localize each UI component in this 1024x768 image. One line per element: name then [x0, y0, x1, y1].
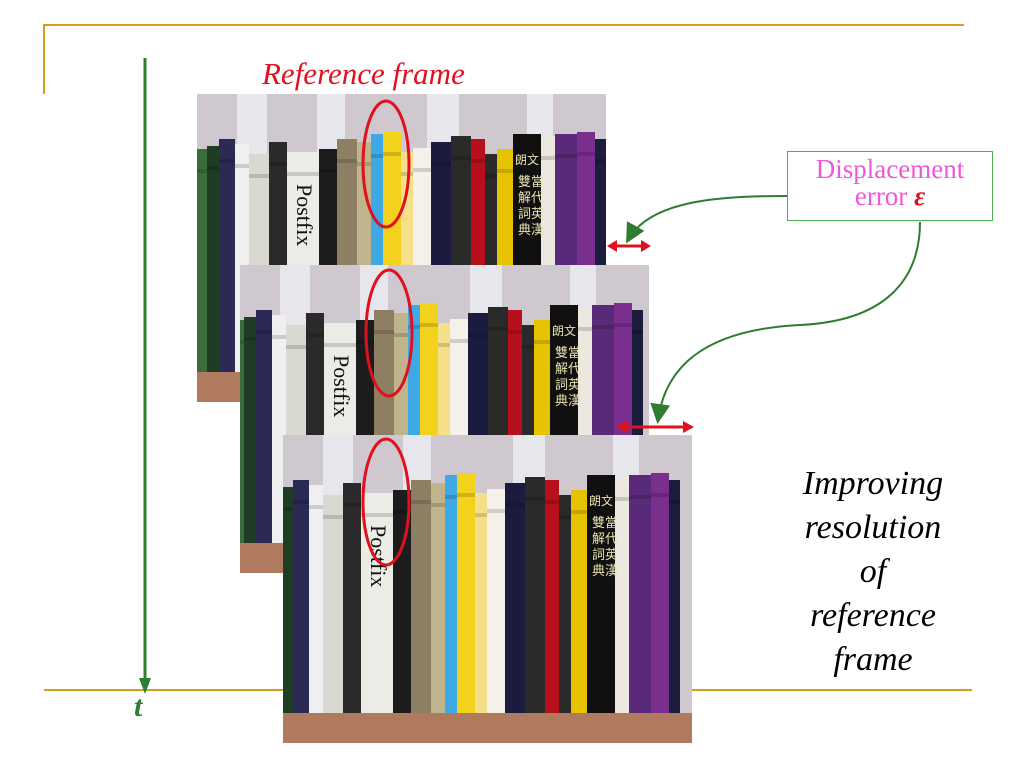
slide-bottom-rule-left	[44, 689, 284, 691]
book-spine	[207, 146, 219, 372]
book-spine	[272, 315, 286, 543]
cjk-book-char: 詞	[555, 378, 568, 393]
cjk-book-char: 代	[605, 532, 618, 547]
cjk-book-char: 英	[568, 378, 581, 393]
book-spine	[219, 139, 235, 372]
displacement-error-box: Displacement error ε	[787, 151, 993, 221]
displacement-arrow-red-1	[607, 240, 651, 252]
cjk-book-char: 解	[518, 191, 531, 206]
book-spine	[457, 473, 475, 713]
book-spine	[293, 480, 309, 713]
caption-line-3: of	[859, 553, 887, 590]
book-spine	[505, 483, 525, 713]
cjk-book-title: 朗文	[589, 493, 613, 508]
book-spine	[411, 480, 431, 713]
cjk-book-char: 當	[605, 516, 618, 531]
cjk-book-char: 漢	[568, 394, 581, 409]
cjk-book-char: 典	[555, 394, 568, 409]
displacement-label-line2: error ε	[788, 183, 992, 210]
book-spine	[393, 490, 411, 713]
cjk-book-char: 英	[605, 548, 618, 563]
caption-line-1: Improving	[802, 465, 944, 502]
displacement-pointer-curve-1	[626, 195, 788, 244]
book-spine	[545, 480, 559, 713]
book-spine	[244, 317, 256, 543]
cjk-book-char: 漢	[531, 223, 544, 238]
book-spine	[669, 480, 680, 713]
book-spine	[615, 477, 629, 713]
book-spine	[595, 139, 606, 372]
book-spine	[651, 473, 669, 713]
cjk-book-char: 詞	[518, 207, 531, 222]
slide-bottom-rule-right	[690, 689, 972, 691]
postfix-book-label: Postfix	[366, 525, 391, 587]
book-spine	[323, 495, 343, 713]
cjk-book-char: 代	[568, 362, 581, 377]
cjk-book-char: 詞	[592, 548, 605, 563]
cjk-book-char: 解	[592, 532, 605, 547]
book-spine	[309, 485, 323, 713]
book-spine	[559, 495, 571, 713]
cjk-book-char: 英	[531, 207, 544, 222]
cjk-book-char: 典	[592, 564, 605, 579]
book-spine	[487, 489, 505, 713]
time-axis-label: t	[134, 690, 143, 723]
cjk-book-char: 解	[555, 362, 568, 377]
displacement-label-line1: Displacement	[815, 154, 965, 184]
reference-frame-title: Reference frame	[262, 56, 465, 91]
book-spine	[343, 483, 361, 713]
postfix-book-label: Postfix	[329, 355, 354, 417]
cjk-book-char: 當	[531, 175, 544, 190]
cjk-book-char: 雙	[518, 175, 531, 190]
book-spine	[283, 487, 293, 713]
book-spine	[197, 149, 207, 372]
book-spine	[587, 475, 615, 713]
cjk-book-title: 朗文	[552, 323, 576, 338]
book-spine	[525, 477, 545, 713]
cjk-book-char: 漢	[605, 564, 618, 579]
cjk-book-char: 雙	[592, 516, 605, 531]
cjk-book-title: 朗文	[515, 152, 539, 167]
displacement-pointer-curve-2	[650, 221, 921, 424]
book-spine	[445, 475, 457, 713]
caption-line-2: resolution	[804, 509, 942, 546]
book-spine	[256, 310, 272, 543]
epsilon-symbol: ε	[914, 181, 926, 211]
book-spine	[629, 475, 651, 713]
time-axis-arrow	[139, 58, 151, 694]
cjk-book-char: 當	[568, 346, 581, 361]
cjk-book-char: 雙	[555, 346, 568, 361]
improving-resolution-caption: Improving resolution of reference frame	[770, 462, 976, 682]
slide-left-rule	[43, 24, 45, 94]
cjk-book-char: 代	[531, 191, 544, 206]
caption-line-5: frame	[833, 641, 913, 678]
displacement-label-error: error	[854, 181, 908, 211]
book-spine	[431, 483, 445, 713]
caption-line-4: reference	[810, 597, 936, 634]
postfix-book-label: Postfix	[292, 184, 317, 246]
book-spine	[475, 493, 487, 713]
book-spine	[571, 490, 587, 713]
current-frame-image: Postfix 朗文當代英漢 雙解詞典	[283, 435, 692, 743]
book-spine	[240, 320, 244, 543]
slide-top-rule	[44, 24, 964, 26]
cjk-book-char: 典	[518, 223, 531, 238]
